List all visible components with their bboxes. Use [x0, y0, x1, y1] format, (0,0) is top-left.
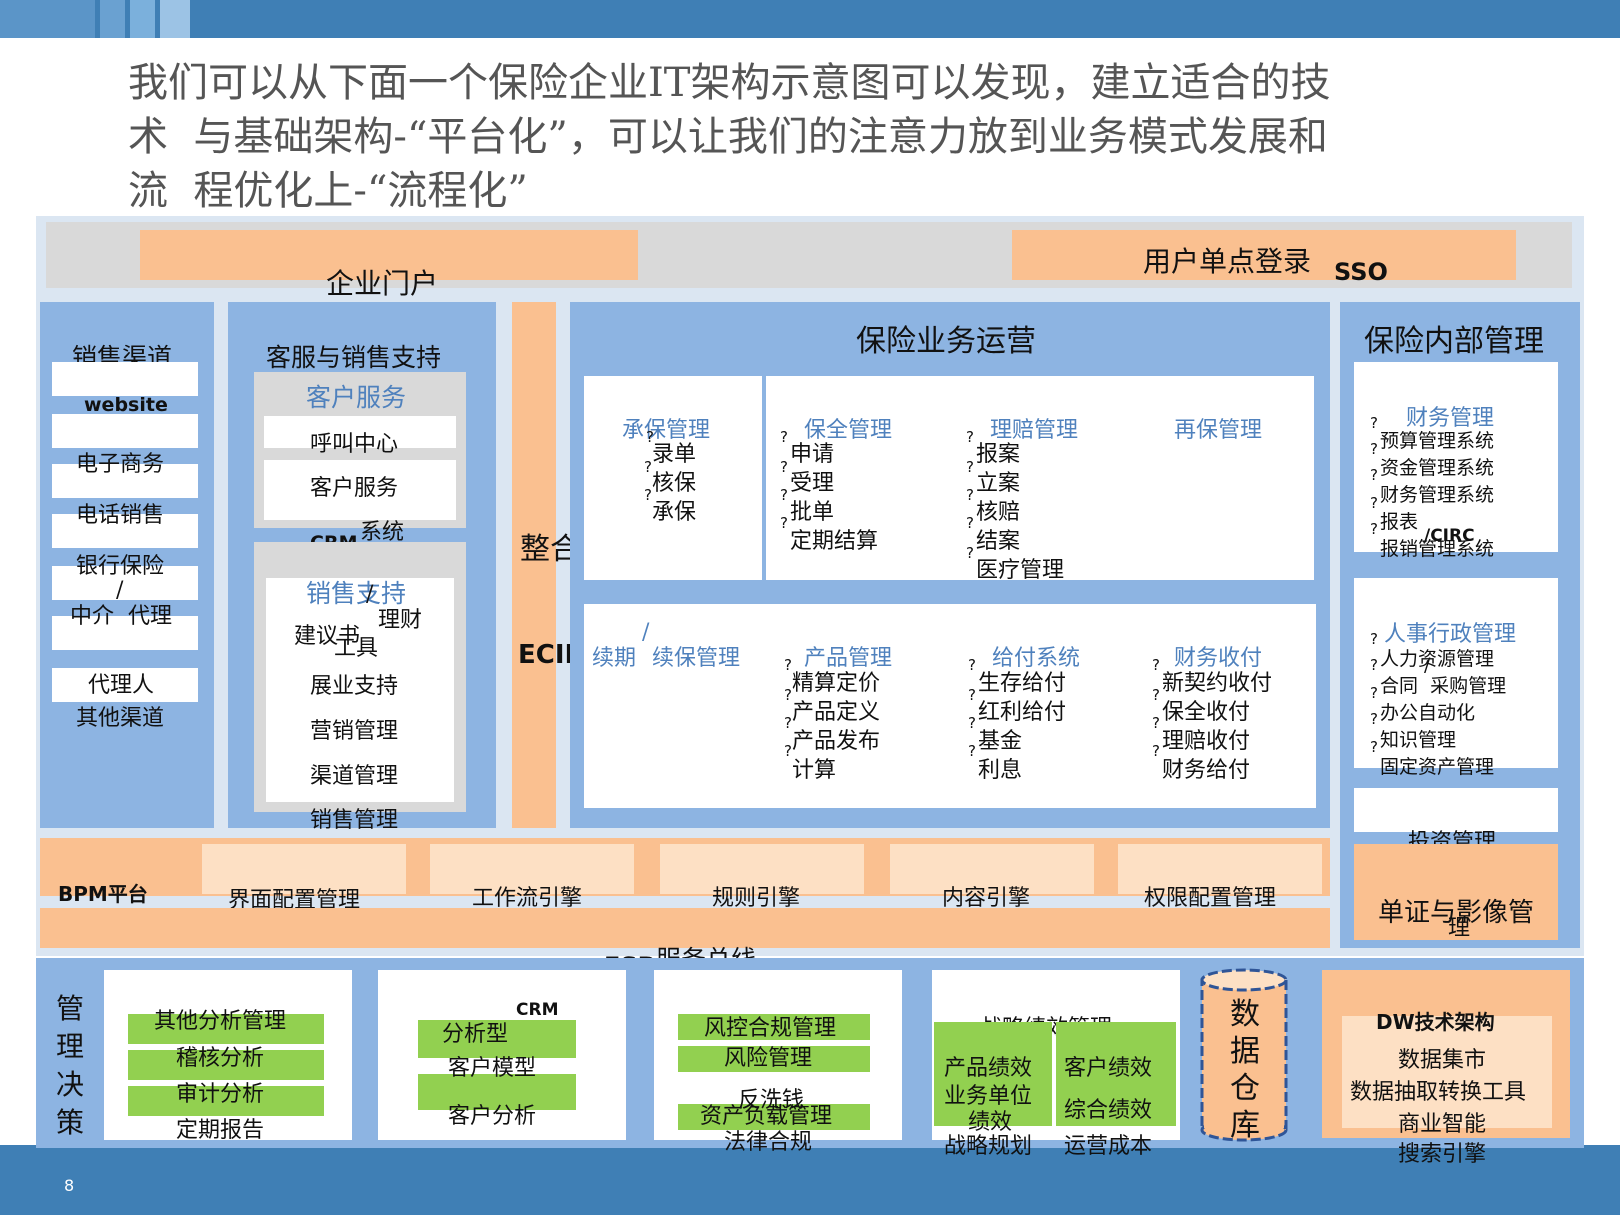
strategy-item-5: 绩效: [968, 1110, 1013, 1135]
channel-agency: 代理: [128, 604, 173, 629]
hr-title: 人事行政管理: [1384, 622, 1517, 647]
top-banner: [0, 0, 1620, 38]
headline-line-3: 流 程优化上-“流程化”: [128, 168, 528, 214]
dw-item-3: 商业智能: [1398, 1112, 1487, 1137]
cylinder-top: [1200, 968, 1288, 992]
channel-other: 其他渠道: [76, 706, 165, 731]
decision-title: 管 理 决 策: [56, 992, 85, 1139]
channel-website: website: [84, 394, 168, 416]
finance-title: 财务管理: [1406, 406, 1495, 431]
sales-support-item-3: 渠道管理: [310, 764, 399, 789]
bpm-item-content: 内容引擎: [942, 886, 1031, 911]
strategy-item-1: 产品绩效: [944, 1056, 1033, 1081]
page-number: 8: [64, 1176, 75, 1195]
tools-label: 工具: [334, 636, 379, 661]
bpm-item-rules: 规则引擎: [712, 886, 801, 911]
channel-intermediary: 中介: [70, 604, 115, 629]
sales-support-item-2: 营销管理: [310, 719, 399, 744]
wealth-label: 理财: [378, 608, 423, 633]
crm-suffix: 系统: [360, 520, 405, 545]
sso-box: [1012, 230, 1516, 280]
risk-item-3: 反洗钱: [738, 1088, 805, 1113]
strategy-item-4: 综合绩效: [1064, 1098, 1153, 1123]
renewal-title-b: 续保管理: [652, 646, 741, 671]
strategy-item-7: 运营成本: [1064, 1134, 1153, 1159]
call-center: 呼叫中心: [310, 432, 399, 457]
portal-box: [140, 230, 638, 280]
risk-item-5: 法律合规: [724, 1130, 813, 1155]
channel-agent: 代理人: [88, 673, 155, 698]
hr-slash: /: [1424, 654, 1431, 676]
bpm-item-workflow: 工作流引擎: [472, 886, 583, 911]
product-list: 精算定价 产品定义 产品发布 计算: [792, 671, 881, 783]
sales-support-item-1: 展业支持: [310, 674, 399, 699]
data-warehouse-cylinder: [1200, 968, 1288, 1142]
analysis-item-1: 其他分析管理: [154, 1009, 287, 1034]
bottom-banner: [0, 1145, 1620, 1215]
payment-list: 生存给付 红利给付 基金 利息: [978, 671, 1067, 783]
warehouse-label: 数 据 仓 库: [1230, 997, 1260, 1143]
imaging-box: [1354, 844, 1558, 940]
dw-item-4: 搜索引擎: [1398, 1142, 1487, 1167]
dw-item-1: 数据集市: [1398, 1048, 1487, 1073]
channel-bancassurance: 银行保险: [76, 554, 165, 579]
strategy-item-6: 战略规划: [944, 1134, 1033, 1159]
portal-label: 企业门户: [326, 267, 439, 300]
channel-slash: /: [116, 578, 124, 603]
renewal-slash: /: [642, 620, 650, 645]
risk-item-4: 资产负载管理: [700, 1104, 833, 1129]
product-title: 产品管理: [804, 646, 893, 671]
proposal-label: 建议书: [294, 624, 361, 649]
imaging-label-b: 理: [1448, 916, 1471, 941]
finance-list: 预算管理系统 资金管理系统 财务管理系统 报表 报销管理系统: [1380, 430, 1495, 560]
claims-list: 报案 立案 核赔 结案 医疗管理: [976, 442, 1065, 583]
headline-line-1: 我们可以从下面一个保险企业IT架构示意图可以发现，建立适合的技: [128, 60, 1331, 106]
claims-title: 理赔管理: [990, 418, 1079, 443]
reinsurance-title: 再保管理: [1174, 418, 1263, 443]
bpm-label: BPM平台: [58, 882, 148, 906]
ecif-column: [512, 302, 556, 828]
analysis-item-2: 稽核分析: [176, 1046, 265, 1071]
headline: 我们可以从下面一个保险企业IT架构示意图可以发现，建立适合的技 术 与基础架构-…: [128, 56, 1558, 218]
customer-service-item: 客户服务: [310, 476, 399, 501]
channel-telesales: 电话销售: [76, 503, 165, 528]
hr-list: 人力资源管理 合同 采购管理 办公自动化 知识管理 固定资产管理: [1380, 648, 1507, 778]
risk-item-2: 风险管理: [724, 1046, 813, 1071]
sales-support-title: 销售支持: [306, 579, 407, 608]
preservation-title: 保全管理: [804, 418, 893, 443]
circ-label: /CIRC: [1424, 526, 1475, 546]
headline-line-2: 术 与基础架构-“平台化”，可以让我们的注意力放到业务模式发展和: [128, 114, 1328, 160]
sales-support-item-4: 销售管理: [310, 808, 399, 833]
dw-item-2: 数据抽取转换工具: [1350, 1080, 1527, 1105]
analysis-item-3: 审计分析: [176, 1082, 265, 1107]
bpm-item-permission: 权限配置管理: [1144, 886, 1277, 911]
sso-label: 用户单点登录: [1143, 245, 1312, 278]
finance-collect-title: 财务收付: [1174, 646, 1263, 671]
cylinder-body: [1200, 978, 1288, 1132]
strategy-item-3: 业务单位: [944, 1084, 1033, 1109]
crm-analysis-c: 客户分析: [448, 1104, 537, 1129]
operations-title: 保险业务运营: [856, 324, 1036, 359]
imaging-label-a: 单证与影像管: [1378, 898, 1535, 928]
crm-analysis-a: 分析型: [442, 1022, 509, 1047]
underwriting-title: 承保管理: [622, 418, 711, 443]
crm-analysis-crm: CRM: [516, 1000, 559, 1020]
finance-collect-list: 新契约收付 保全收付 理赔收付 财务给付: [1162, 671, 1273, 783]
sales-support-slash: /: [366, 582, 374, 607]
strategy-item-2: 客户绩效: [1064, 1056, 1153, 1081]
renewal-title-a: 续期: [592, 646, 637, 671]
esb-bar: [40, 908, 1330, 948]
dw-title: DW技术架构: [1376, 1010, 1495, 1034]
underwriting-list: 录单 核保 承保: [652, 442, 697, 525]
customer-service-title: 客户服务: [306, 383, 407, 412]
sso-suffix: SSO: [1334, 258, 1388, 286]
crm-support-title: 客服与销售支持: [266, 343, 442, 372]
risk-item-1: 风控合规管理: [704, 1016, 837, 1041]
crm-analysis-b: 客户模型: [448, 1056, 537, 1081]
analysis-item-4: 定期报告: [176, 1118, 265, 1143]
payment-title: 给付系统: [992, 646, 1081, 671]
internal-title: 保险内部管理: [1364, 324, 1544, 359]
preservation-list: 申请 受理 批单 定期结算: [790, 442, 879, 554]
channel-ecommerce: 电子商务: [76, 452, 165, 477]
